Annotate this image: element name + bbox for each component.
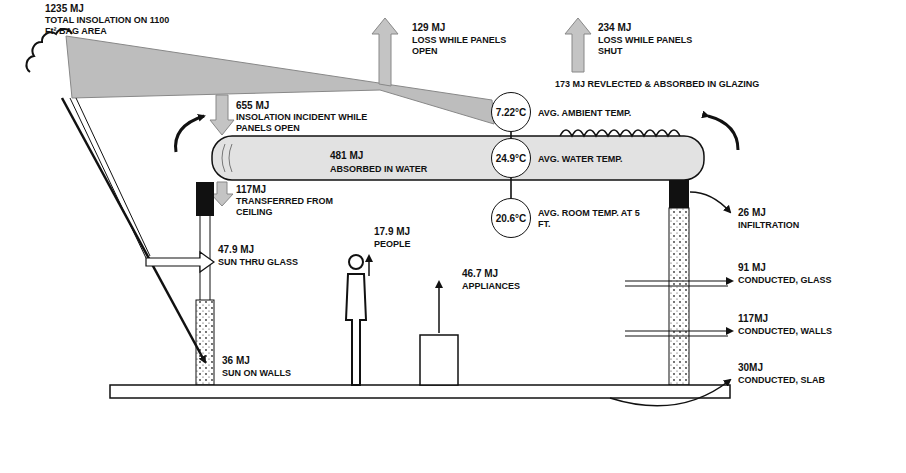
temperature-circle: 7.22°CAVG. AMBIENT TEMP. bbox=[491, 92, 531, 132]
wall-top bbox=[669, 180, 689, 208]
energy-caption: CONDUCTED, WALLS bbox=[738, 326, 832, 337]
energy-caption: APPLIANCES bbox=[462, 281, 520, 292]
energy-value: 117MJ bbox=[738, 313, 768, 325]
energy-caption: TRANSFERRED FROM CEILING bbox=[236, 196, 346, 218]
heat-arrow bbox=[438, 282, 440, 333]
energy-value: 46.7 MJ bbox=[462, 268, 498, 280]
right-wall bbox=[669, 208, 689, 385]
appliance-box bbox=[420, 335, 458, 385]
energy-value: 655 MJ bbox=[236, 100, 269, 112]
energy-value: 234 MJ bbox=[598, 22, 631, 34]
energy-value: 36 MJ bbox=[222, 355, 250, 367]
energy-value: 30MJ bbox=[738, 362, 763, 374]
temperature-caption: AVG. AMBIENT TEMP. bbox=[538, 108, 631, 119]
energy-caption: CONDUCTED, SLAB bbox=[738, 375, 825, 386]
temperature-caption: AVG. WATER TEMP. bbox=[538, 154, 623, 165]
temperature-value: 24.9°C bbox=[496, 153, 527, 164]
sun-ray bbox=[62, 98, 205, 362]
energy-caption: PEOPLE bbox=[374, 239, 411, 250]
floor-slab bbox=[110, 385, 730, 398]
energy-caption: INSOLATION INCIDENT WHILE PANELS OPEN bbox=[236, 112, 376, 134]
loss-arrow bbox=[372, 18, 398, 86]
water-bag bbox=[212, 136, 704, 180]
temperature-circle: 20.6°CAVG. ROOM TEMP. AT 5 FT. bbox=[491, 198, 531, 238]
loss-arrow bbox=[565, 18, 591, 72]
energy-caption: 173 MJ REVLECTED & ABSORBED IN GLAZING bbox=[555, 79, 759, 90]
connector-line bbox=[510, 178, 512, 198]
energy-value: 481 MJ bbox=[330, 150, 363, 162]
energy-caption: SUN ON WALLS bbox=[222, 368, 291, 379]
glazing bbox=[560, 130, 680, 136]
person-figure bbox=[346, 255, 366, 385]
panel-arc bbox=[176, 116, 204, 152]
energy-value: 47.9 MJ bbox=[218, 244, 254, 256]
temperature-value: 7.22°C bbox=[496, 107, 527, 118]
heat-arrow bbox=[368, 256, 370, 276]
energy-caption: LOSS WHILE PANELS OPEN bbox=[412, 35, 527, 57]
absorbed-arrow bbox=[210, 95, 234, 135]
temperature-value: 20.6°C bbox=[496, 213, 527, 224]
temperature-circle: 24.9°CAVG. WATER TEMP. bbox=[491, 138, 531, 178]
energy-value: 129 MJ bbox=[412, 22, 445, 34]
left-wall bbox=[196, 300, 214, 385]
energy-caption: CONDUCTED, GLASS bbox=[738, 275, 832, 286]
sun-thru-glass-arrow bbox=[146, 252, 214, 272]
energy-value: 1235 MJ bbox=[45, 3, 84, 15]
energy-caption: ABSORBED IN WATER bbox=[330, 164, 427, 175]
ceiling-arrow bbox=[211, 182, 233, 206]
energy-caption: LOSS WHILE PANELS SHUT bbox=[598, 35, 713, 57]
infiltration-arrow bbox=[690, 192, 730, 212]
wall-top bbox=[196, 182, 214, 216]
energy-value: 17.9 MJ bbox=[374, 226, 410, 238]
energy-value: 91 MJ bbox=[738, 262, 766, 274]
energy-value: 26 MJ bbox=[738, 207, 766, 219]
energy-value: 117MJ bbox=[236, 184, 266, 196]
panel-arc bbox=[708, 116, 738, 150]
energy-caption: TOTAL INSOLATION ON 1100 Ft² BAG AREA bbox=[45, 15, 170, 37]
temperature-caption: AVG. ROOM TEMP. AT 5 FT. bbox=[538, 208, 648, 230]
energy-caption: SUN THRU GLASS bbox=[218, 257, 298, 268]
energy-caption: INFILTRATION bbox=[738, 220, 799, 231]
slab-loss-arrow bbox=[610, 380, 730, 406]
conduction-arrows bbox=[625, 281, 732, 336]
